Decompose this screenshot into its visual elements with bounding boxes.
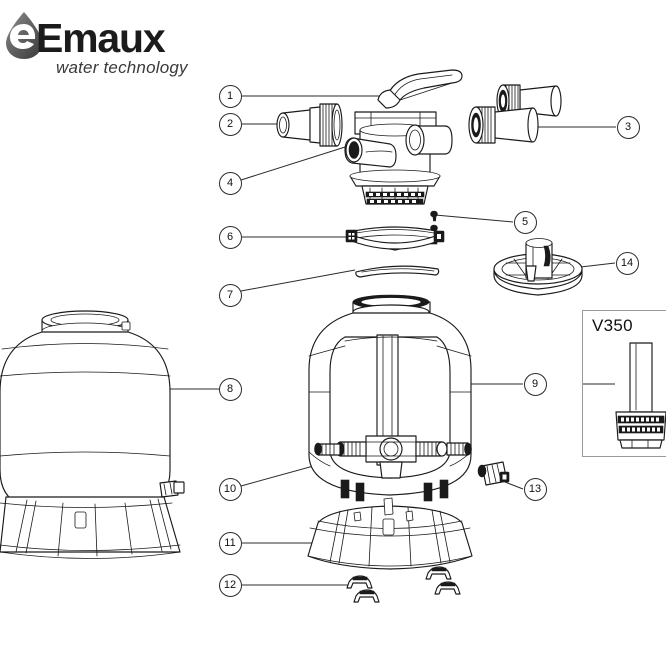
tank-o-ring-part xyxy=(355,265,440,278)
callout-12[interactable]: 12 xyxy=(218,573,242,597)
callout-2[interactable]: 2 xyxy=(218,112,242,136)
variant-label: V350 xyxy=(592,316,633,335)
callout-6[interactable]: 6 xyxy=(218,225,242,249)
callout-1[interactable]: 1 xyxy=(218,84,242,108)
callout-4[interactable]: 4 xyxy=(218,171,242,195)
callout-8[interactable]: 8 xyxy=(218,377,242,401)
tank-legs xyxy=(340,479,449,502)
lateral-assembly-part xyxy=(314,435,472,479)
callout-9[interactable]: 9 xyxy=(523,372,547,396)
callout-3[interactable]: 3 xyxy=(616,115,640,139)
callout-11[interactable]: 11 xyxy=(218,531,242,555)
multiport-valve-body xyxy=(344,111,453,205)
variant-inset-drawing xyxy=(615,342,666,449)
callout-14[interactable]: 14 xyxy=(615,251,639,275)
base-clip-set-part xyxy=(346,566,461,603)
diffuser-spider-part xyxy=(493,238,583,296)
drain-plug-part xyxy=(477,461,510,486)
filter-tank-cutaway-part xyxy=(308,294,472,502)
callout-5[interactable]: 5 xyxy=(513,210,537,234)
union-connector-left-part xyxy=(276,103,343,147)
callout-10[interactable]: 10 xyxy=(218,477,242,501)
variant-inset-box xyxy=(582,310,666,457)
filter-tank-part xyxy=(0,310,185,559)
valve-slot-teeth xyxy=(365,191,425,205)
clamp-ring-part xyxy=(345,226,445,251)
union-connector-right-part xyxy=(468,84,562,144)
callout-13[interactable]: 13 xyxy=(523,477,547,501)
callout-7[interactable]: 7 xyxy=(218,283,242,307)
base-stand-part xyxy=(307,497,473,570)
valve-handle-part xyxy=(377,69,463,109)
